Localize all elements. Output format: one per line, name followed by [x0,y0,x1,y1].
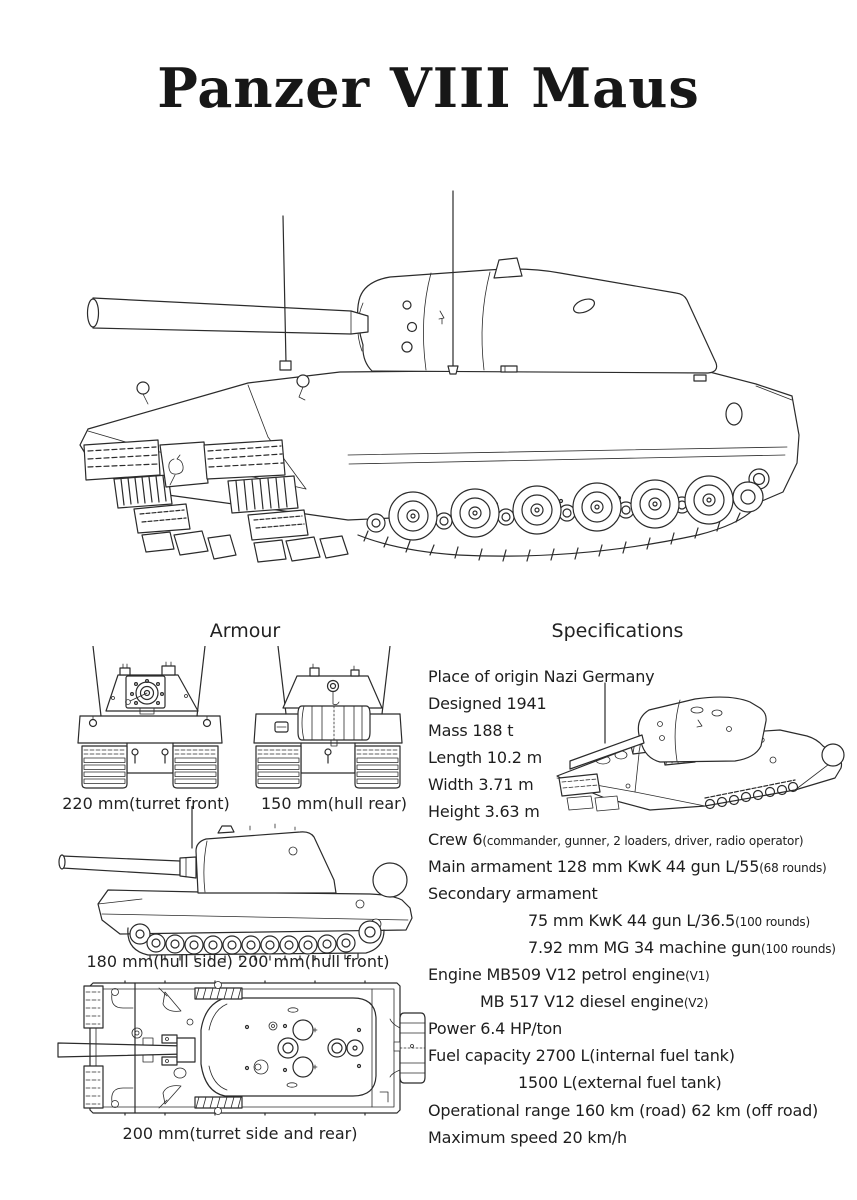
spec-engine-v2: MB 517 V12 diesel engine(V2) [480,992,709,1012]
spec-place-of-origin: Place of origin Nazi Germany [428,667,655,686]
spec-maximum-speed: Maximum speed 20 km/h [428,1127,627,1147]
spec-width: Width 3.71 m [428,775,534,795]
spec-mass: Mass 188 t [428,721,514,741]
spec-length: Length 10.2 m [428,748,542,768]
armour-label-turret-front: 220 mm(turret front) [62,794,230,813]
specifications-list: Place of origin Nazi Germany Designed 19… [428,663,856,1151]
spec-secondary-mg: 7.92 mm MG 34 machine gun(100 rounds) [528,937,836,957]
armour-label-turret-side-rear: 200 mm(turret side and rear) [122,1124,358,1143]
main-tank-drawing [58,183,800,583]
spec-secondary-gun: 75 mm KwK 44 gun L/36.5(100 rounds) [528,910,810,930]
armour-heading: Armour [209,620,281,642]
armour-front-view-drawing [70,646,230,796]
spec-height: Height 3.63 m [428,802,540,822]
armour-side-view-drawing [50,806,422,961]
page-title: Panzer VIII Maus [157,56,700,120]
specifications-heading: Specifications [551,620,684,642]
armour-label-hull-rear: 150 mm(hull rear) [261,794,407,813]
spec-fuel-external: 1500 L(external fuel tank) [518,1073,722,1093]
spec-secondary-armament: Secondary armament [428,883,598,903]
spec-designed: Designed 1941 [428,694,547,714]
armour-label-hull-side-front: 180 mm(hull side) 200 mm(hull front) [86,952,390,971]
spec-operational-range: Operational range 160 km (road) 62 km (o… [428,1100,819,1120]
spec-crew: Crew 6(commander, gunner, 2 loaders, dri… [428,829,804,849]
spec-fuel-internal: Fuel capacity 2700 L(internal fuel tank) [428,1046,735,1066]
spec-main-armament: Main armament 128 mm KwK 44 gun L/55(68 … [428,856,827,876]
armour-rear-view-drawing [248,646,408,796]
armour-top-view-drawing [55,980,430,1120]
spec-engine-v1: Engine MB509 V12 petrol engine(V1) [428,965,710,985]
specs-inset-tank-drawing [545,658,855,818]
maus-three-quarter-line-drawing-svg [79,190,800,563]
spec-power: Power 6.4 HP/ton [428,1019,563,1039]
